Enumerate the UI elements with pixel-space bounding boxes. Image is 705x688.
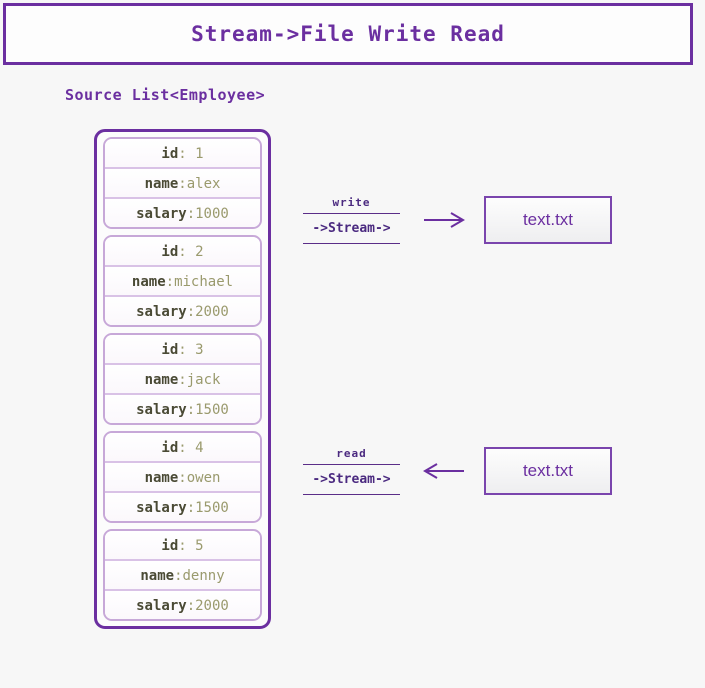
write-target-file-box: text.txt	[484, 196, 612, 244]
employee-field-id: id: 3	[105, 335, 260, 365]
read-rule-bottom	[303, 494, 400, 495]
employee-field-id: id: 4	[105, 433, 260, 463]
employee-field-id: id: 2	[105, 237, 260, 267]
field-value-name: :michael	[165, 274, 234, 290]
employee-field-id: id: 5	[105, 531, 260, 561]
write-rule-bottom	[303, 243, 400, 244]
field-key-id: id	[161, 440, 179, 456]
field-key-name: name	[144, 372, 179, 388]
field-value-id: : 4	[178, 440, 204, 456]
field-value-id: : 5	[178, 538, 204, 554]
employee-list-container: id: 1 name:alex salary:1000 id: 2 name:m…	[94, 129, 271, 629]
field-value-name: :alex	[178, 176, 221, 192]
write-flow-row: write ->Stream-> text.txt	[303, 196, 612, 244]
employee-field-salary: salary:2000	[105, 591, 260, 619]
field-value-salary: :1500	[186, 500, 229, 516]
field-key-name: name	[144, 470, 179, 486]
arrow-left-icon	[422, 461, 466, 481]
field-key-salary: salary	[136, 402, 187, 418]
page-title: Stream->File Write Read	[191, 22, 505, 46]
employee-field-name: name:michael	[105, 267, 260, 297]
employee-card: id: 3 name:jack salary:1500	[103, 333, 262, 425]
write-file-label: text.txt	[522, 210, 574, 229]
field-key-salary: salary	[136, 206, 187, 222]
field-key-name: name	[144, 176, 179, 192]
read-stream-label: read ->Stream->	[303, 447, 400, 495]
field-key-salary: salary	[136, 500, 187, 516]
employee-field-salary: salary:1500	[105, 493, 260, 521]
field-key-id: id	[161, 342, 179, 358]
read-source-file-box: text.txt	[484, 447, 612, 495]
field-key-id: id	[161, 244, 179, 260]
field-value-salary: :2000	[186, 304, 229, 320]
field-value-name: :denny	[174, 568, 225, 584]
source-list-caption: Source List<Employee>	[65, 86, 266, 104]
field-value-name: :owen	[178, 470, 221, 486]
field-value-id: : 1	[178, 146, 204, 162]
field-key-salary: salary	[136, 304, 187, 320]
field-value-id: : 3	[178, 342, 204, 358]
read-stream-text: ->Stream->	[312, 472, 391, 487]
field-key-id: id	[161, 538, 179, 554]
employee-field-id: id: 1	[105, 139, 260, 169]
field-value-name: :jack	[178, 372, 221, 388]
field-key-name: name	[131, 274, 166, 290]
write-stream-text: ->Stream->	[312, 221, 391, 236]
employee-field-salary: salary:2000	[105, 297, 260, 325]
employee-field-salary: salary:1000	[105, 199, 260, 227]
write-stream-label: write ->Stream->	[303, 196, 400, 244]
read-file-label: text.txt	[522, 461, 574, 480]
write-operation-label: write	[332, 196, 371, 209]
employee-card: id: 1 name:alex salary:1000	[103, 137, 262, 229]
employee-field-name: name:denny	[105, 561, 260, 591]
read-flow-row: read ->Stream-> text.txt	[303, 447, 612, 495]
read-rule-top	[303, 464, 400, 465]
field-key-salary: salary	[136, 598, 187, 614]
employee-card: id: 4 name:owen salary:1500	[103, 431, 262, 523]
employee-field-name: name:alex	[105, 169, 260, 199]
read-operation-label: read	[336, 447, 367, 460]
employee-field-name: name:owen	[105, 463, 260, 493]
field-value-salary: :2000	[186, 598, 229, 614]
field-key-name: name	[140, 568, 175, 584]
header-bar: Stream->File Write Read	[3, 3, 693, 65]
employee-field-name: name:jack	[105, 365, 260, 395]
employee-field-salary: salary:1500	[105, 395, 260, 423]
field-value-salary: :1000	[186, 206, 229, 222]
employee-card: id: 2 name:michael salary:2000	[103, 235, 262, 327]
arrow-right-icon	[422, 210, 466, 230]
employee-card: id: 5 name:denny salary:2000	[103, 529, 262, 621]
field-key-id: id	[161, 146, 179, 162]
write-rule-top	[303, 213, 400, 214]
field-value-id: : 2	[178, 244, 204, 260]
field-value-salary: :1500	[186, 402, 229, 418]
